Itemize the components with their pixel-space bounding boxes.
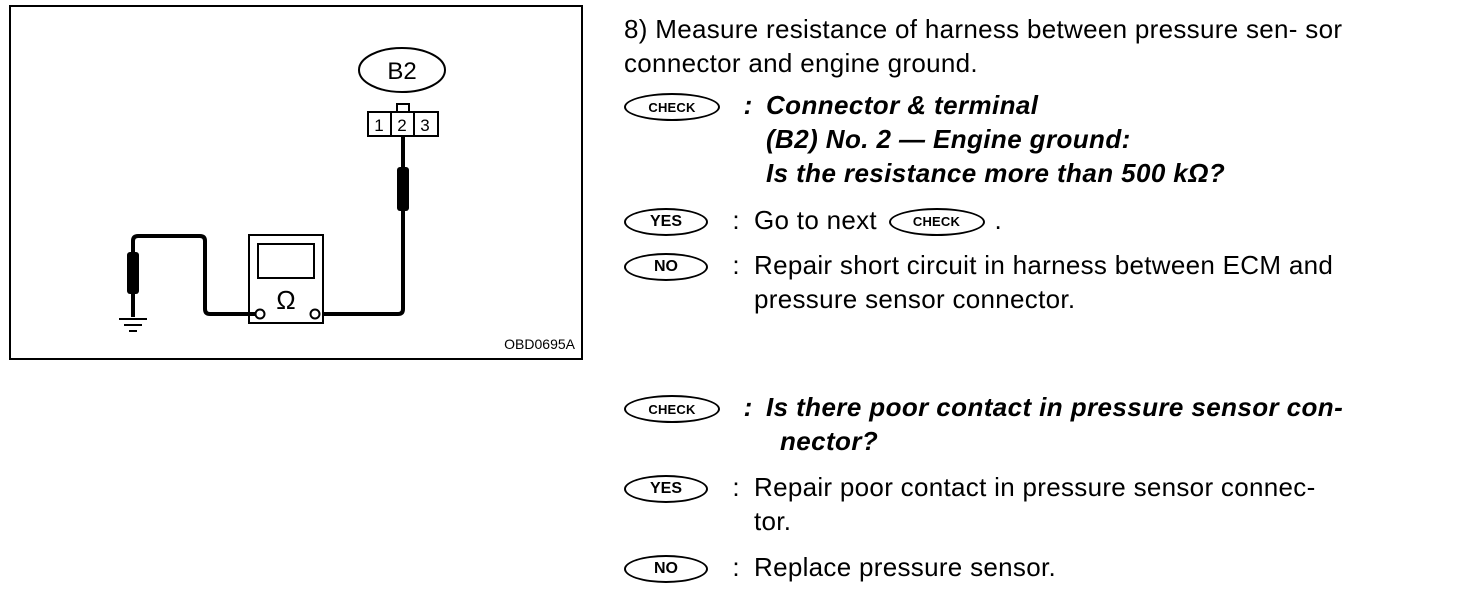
- colon: :: [732, 472, 740, 502]
- check-1-yes: YES : Go to next CHECK.: [624, 203, 1002, 237]
- meter-terminal-right: [309, 308, 321, 320]
- check-2-yes-line-1: Repair poor contact in pressure sensor c…: [754, 472, 1316, 502]
- connector-id-label: B2: [387, 58, 416, 85]
- check-badge-inline: CHECK: [888, 208, 985, 237]
- check-1-line-2: (B2) No. 2 — Engine ground:: [766, 124, 1131, 154]
- connector-callout: [358, 47, 446, 93]
- check-1-no: NO : Repair short circuit in harness bet…: [624, 248, 1333, 316]
- wiring-diagram: B2 1 2 3 Ω OBD0695A: [9, 5, 583, 360]
- probe-wire-sensor: [320, 136, 405, 316]
- check-1-no-line-2: pressure sensor connector.: [754, 284, 1076, 314]
- check-badge: CHECK: [624, 395, 720, 423]
- colon: :: [732, 205, 740, 235]
- colon: :: [732, 552, 740, 582]
- check-2: CHECK : Is there poor contact in pressur…: [624, 390, 1343, 458]
- connector-latch: [396, 103, 410, 113]
- check-2-line-1: Is there poor contact in pressure sensor…: [766, 392, 1344, 422]
- pin-label-3: 3: [420, 116, 429, 135]
- yes-badge: YES: [624, 208, 708, 236]
- check-1-yes-suffix: .: [994, 205, 1003, 235]
- step-text: 8) Measure resistance of harness between…: [624, 14, 1343, 78]
- check-2-yes: YES : Repair poor contact in pressure se…: [624, 470, 1316, 538]
- probe-sensor: [397, 167, 409, 211]
- check-badge: CHECK: [624, 93, 720, 121]
- pin-label-1: 1: [374, 116, 383, 135]
- ohm-symbol: Ω: [276, 285, 295, 315]
- step-instruction: 8) Measure resistance of harness between…: [624, 12, 1462, 80]
- probe-wire-ground: [131, 234, 255, 317]
- colon: :: [743, 392, 753, 422]
- check-2-yes-line-2: tor.: [754, 506, 792, 536]
- check-2-line-2: nector?: [780, 426, 879, 456]
- no-badge: NO: [624, 555, 708, 583]
- check-1-yes-text: Go to next: [754, 205, 877, 235]
- ohmmeter-display: [257, 243, 315, 279]
- pin-label-2: 2: [397, 116, 406, 135]
- no-badge: NO: [624, 253, 708, 281]
- colon: :: [743, 90, 753, 120]
- check-1-line-3: Is the resistance more than 500 kΩ?: [766, 158, 1226, 188]
- probe-ground: [127, 252, 139, 294]
- check-1-no-line-1: Repair short circuit in harness between …: [754, 250, 1334, 280]
- figure-code: OBD0695A: [504, 336, 575, 352]
- wiring-diagram-drawing: B2 1 2 3 Ω: [119, 47, 446, 332]
- ground-icon: [119, 318, 147, 332]
- check-1-line-1: Connector & terminal: [766, 90, 1039, 120]
- check-1: CHECK : Connector & terminal (B2) No. 2 …: [624, 88, 1225, 190]
- check-2-no: NO : Replace pressure sensor.: [624, 550, 1056, 584]
- meter-terminal-left: [254, 308, 266, 320]
- check-2-no-text: Replace pressure sensor.: [754, 552, 1057, 582]
- colon: :: [732, 250, 740, 280]
- yes-badge: YES: [624, 475, 708, 503]
